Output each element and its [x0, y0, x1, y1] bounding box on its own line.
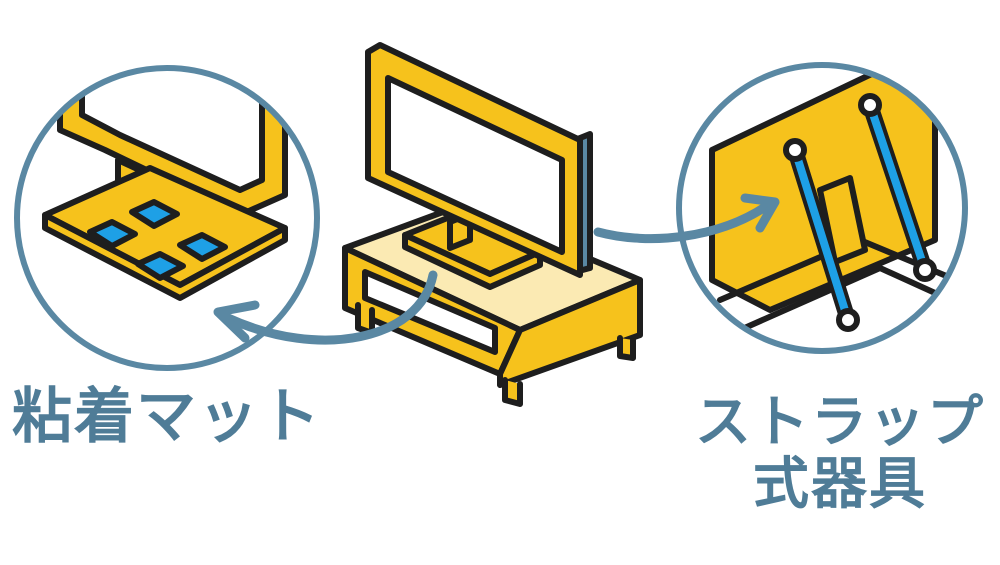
adhesive-mat-label: 粘着マット [12, 382, 322, 452]
strap-fixture-label: ストラップ 式器具 [690, 392, 990, 515]
arrow-icon [593, 193, 780, 244]
adhesive-mat-icon [14, 65, 320, 371]
strap-fixture-icon [676, 62, 968, 354]
strap-fixture-label-line1: ストラップ [695, 390, 985, 455]
tv-icon [365, 42, 593, 290]
strap-fixture-label-line2: 式器具 [753, 451, 927, 517]
arrow-icon [213, 270, 438, 345]
